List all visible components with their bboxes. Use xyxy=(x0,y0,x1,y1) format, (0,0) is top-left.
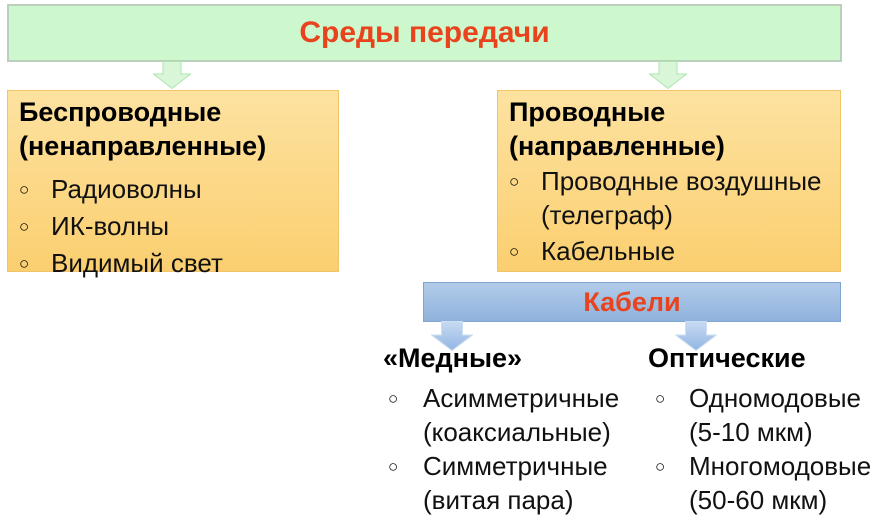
group-title: Оптические xyxy=(648,343,806,373)
circle-bullet-icon: ○ xyxy=(388,389,399,408)
cables-node-title: Кабели xyxy=(583,286,681,317)
root-node-title: Среды передачи xyxy=(299,16,550,49)
list-item-label: Видимый свет xyxy=(51,248,223,278)
list-item-label: Многомодовые (50-60 мкм) xyxy=(689,451,872,515)
list-item-label: Радиоволны xyxy=(51,174,202,204)
list-item-label: Симметричные (витая пара) xyxy=(423,451,608,515)
node-title-line2: (направленные) xyxy=(509,131,725,161)
list-item: ○ ИК-волны xyxy=(19,208,330,244)
bullet-list: ○ Одномодовые (5-10 мкм) ○ Многомодовые … xyxy=(648,381,872,517)
copper-group: «Медные» ○ Асимметричные (коаксиальные) … xyxy=(383,341,635,517)
list-item-label: Проводные воздушные (телеграф) xyxy=(541,166,822,230)
list-item-label: Одномодовые (5-10 мкм) xyxy=(689,383,861,447)
wired-node: Проводные (направленные) ○ Проводные воз… xyxy=(497,90,841,272)
bullet-list: ○ Радиоволны ○ ИК-волны ○ Видимый свет xyxy=(19,171,330,281)
circle-bullet-icon: ○ xyxy=(509,242,520,261)
circle-bullet-icon: ○ xyxy=(655,389,666,408)
list-item: ○ Кабельные xyxy=(509,234,832,268)
bullet-list: ○ Асимметричные (коаксиальные) ○ Симметр… xyxy=(383,381,635,517)
optical-group: Оптические ○ Одномодовые (5-10 мкм) ○ Мн… xyxy=(648,341,872,517)
down-arrow-icon xyxy=(675,321,717,351)
node-title: Проводные xyxy=(509,97,666,127)
circle-bullet-icon: ○ xyxy=(655,457,666,476)
list-item: ○ Многомодовые (50-60 мкм) xyxy=(655,449,872,517)
circle-bullet-icon: ○ xyxy=(19,217,30,236)
down-arrow-icon xyxy=(153,61,191,89)
cables-node: Кабели xyxy=(423,282,841,322)
list-item: ○ Симметричные (витая пара) xyxy=(388,449,635,517)
list-item: ○ Асимметричные (коаксиальные) xyxy=(388,381,635,449)
circle-bullet-icon: ○ xyxy=(19,254,30,273)
list-item: ○ Радиоволны xyxy=(19,171,330,207)
circle-bullet-icon: ○ xyxy=(388,457,399,476)
list-item-label: Асимметричные (коаксиальные) xyxy=(423,383,620,447)
down-arrow-icon xyxy=(431,321,473,351)
list-item-label: Кабельные xyxy=(541,236,676,266)
down-arrow-icon xyxy=(649,61,687,89)
circle-bullet-icon: ○ xyxy=(19,180,30,199)
wireless-node: Беспроводные (ненаправленные) ○ Радиовол… xyxy=(7,90,339,278)
list-item: ○ Проводные воздушные (телеграф) xyxy=(509,164,832,232)
bullet-list: ○ Проводные воздушные (телеграф) ○ Кабел… xyxy=(509,164,832,268)
root-node-transmission-media: Среды передачи xyxy=(7,4,842,62)
list-item-label: ИК-волны xyxy=(51,211,170,241)
list-item: ○ Одномодовые (5-10 мкм) xyxy=(655,381,870,449)
circle-bullet-icon: ○ xyxy=(509,172,520,191)
list-item: ○ Видимый свет xyxy=(19,245,330,281)
group-title: «Медные» xyxy=(383,343,523,373)
node-title-line2: (ненаправленные) xyxy=(19,131,267,161)
node-title: Беспроводные xyxy=(19,97,222,127)
